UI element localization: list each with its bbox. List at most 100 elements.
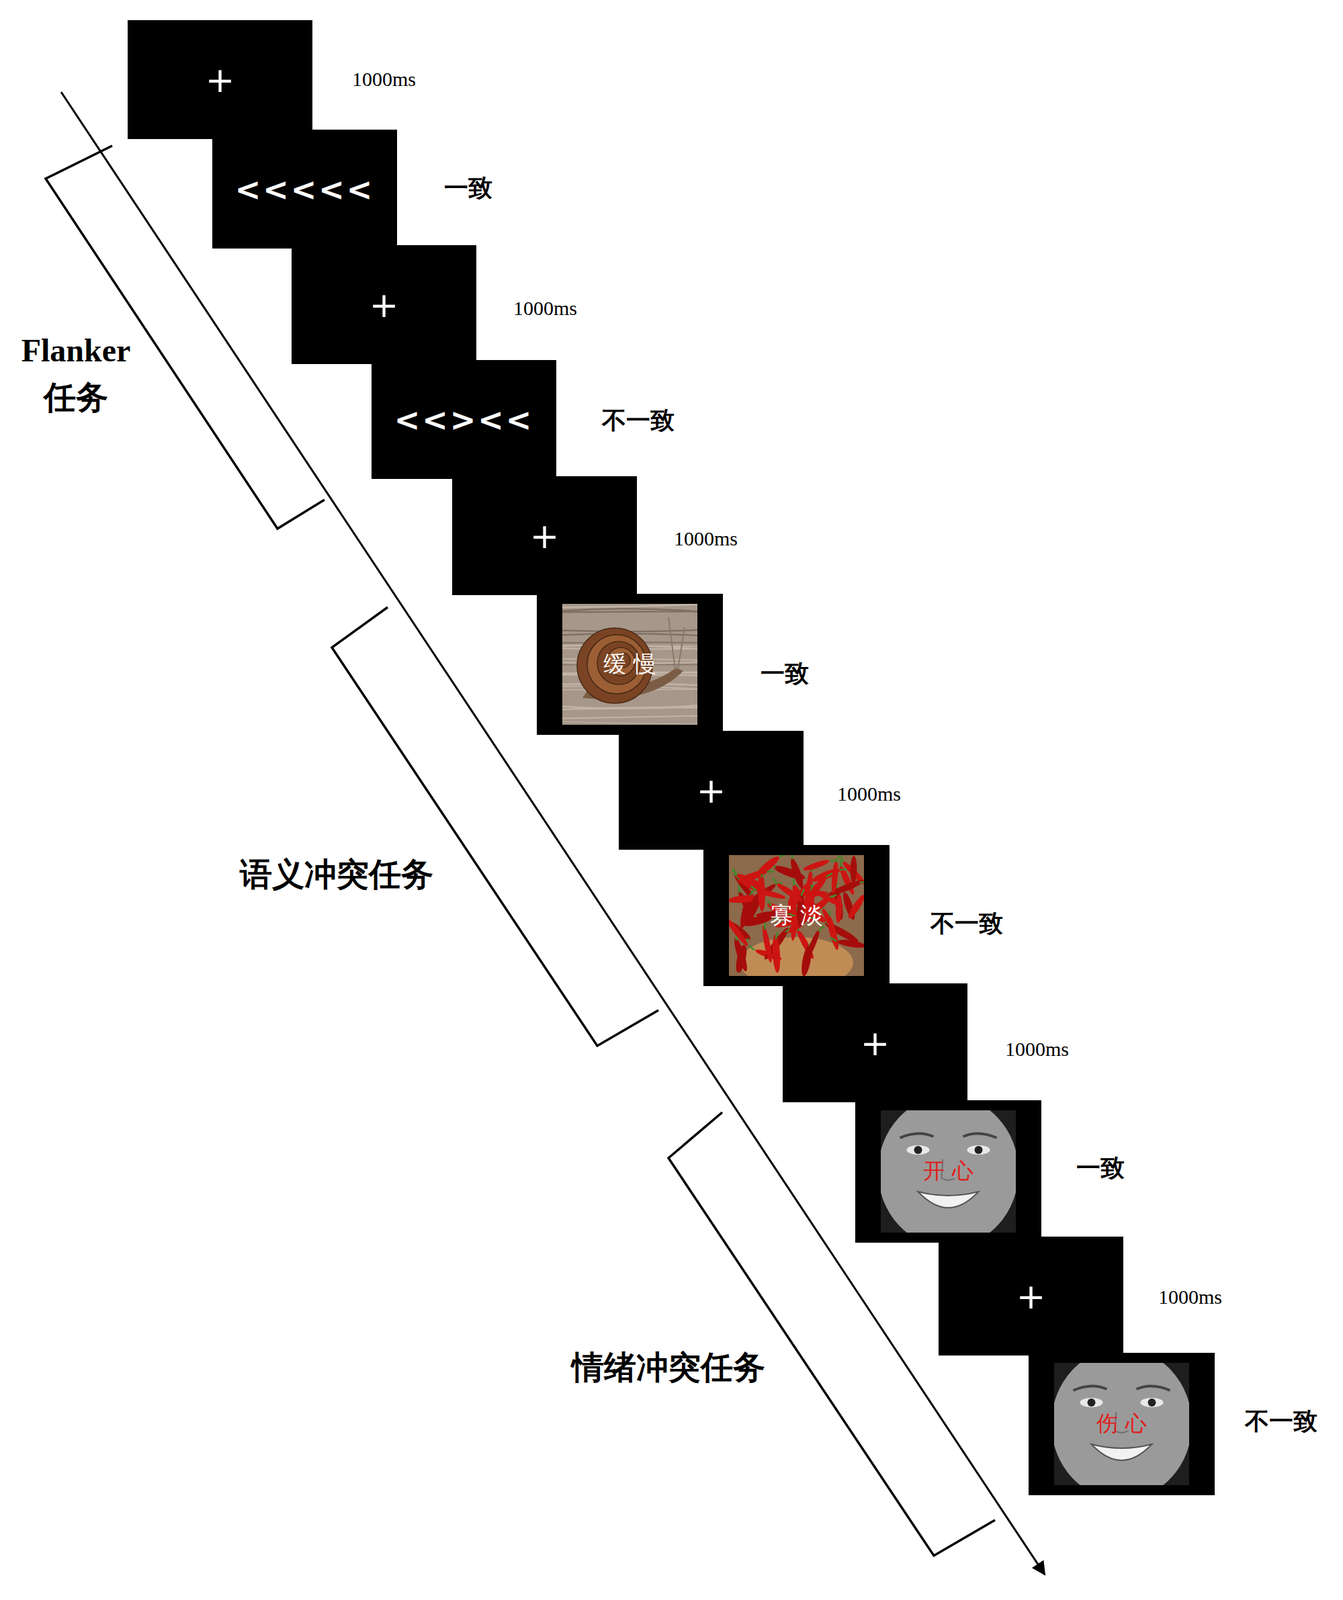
pepper-stem (829, 892, 837, 900)
pepper (810, 863, 848, 885)
pepper-picture (728, 855, 864, 977)
fixation-screen: + (291, 245, 477, 365)
pepper-pod (802, 857, 830, 873)
wood-ground (562, 603, 698, 725)
pupil (1148, 1398, 1157, 1407)
pepper (755, 855, 788, 878)
pepper-stem (748, 945, 756, 951)
fixation-cross: + (1016, 1276, 1047, 1317)
face (880, 1110, 1016, 1233)
duration-label: 1000ms (352, 64, 416, 95)
pepper-stem (771, 878, 779, 885)
condition-label: 一致 (1076, 1150, 1125, 1186)
eyebrow (1073, 1385, 1108, 1391)
pepper-stem (825, 872, 832, 879)
pepper (771, 932, 781, 974)
fixation-cross: + (696, 770, 727, 811)
fixation-cross: + (369, 284, 400, 326)
pepper-stem (730, 870, 739, 876)
duration-label: 1000ms (513, 293, 578, 324)
eye (1080, 1398, 1104, 1408)
pepper-stem (728, 913, 730, 920)
wood-grain (562, 608, 698, 612)
smile (1091, 1444, 1153, 1461)
fixation-screen: + (938, 1236, 1124, 1356)
pepper (729, 869, 767, 892)
condition-label: 一致 (760, 656, 809, 692)
stimulus-screen: <<<<< (212, 129, 398, 249)
condition-label: 不一致 (601, 403, 675, 439)
pepper-pod (835, 894, 843, 924)
pepper-pod (804, 929, 822, 961)
wood-grain (562, 716, 698, 719)
condition-label: 不一致 (1244, 1404, 1318, 1440)
stimulus-screen: 开 心 (855, 1100, 1042, 1243)
fixation-cross: + (205, 59, 236, 101)
pepper-pod (804, 874, 829, 903)
stimulus-screen: 伤 心 (1028, 1353, 1215, 1496)
condition-label: 不一致 (930, 906, 1004, 942)
pepper-pod (771, 935, 781, 974)
pepper-pod (830, 860, 840, 894)
pepper-pod (846, 893, 864, 921)
pepper (837, 855, 864, 887)
stimulus-word: 缓 慢 (603, 648, 657, 680)
pepper (728, 913, 750, 948)
duration-label: 1000ms (1158, 1282, 1223, 1313)
task-label: 语义冲突任务 (239, 851, 434, 899)
snail-picture (562, 603, 698, 725)
pepper (760, 922, 774, 964)
pepper-stem (779, 855, 787, 859)
face-picture (880, 1110, 1016, 1233)
pepper-pod (788, 857, 806, 890)
pepper-pod (849, 855, 858, 884)
fixation-screen: + (782, 983, 968, 1103)
stimulus-screen: 寡 淡 (703, 845, 890, 987)
pepper-stem (790, 855, 795, 860)
stimulus-word: 伤 心 (1096, 1409, 1147, 1440)
pepper-stem (835, 855, 840, 863)
eye (1140, 1398, 1164, 1408)
wood-grain (562, 604, 698, 608)
pepper-stem (859, 880, 864, 885)
pupil (1087, 1398, 1096, 1407)
fixation-cross: + (530, 515, 560, 557)
pepper-pod (836, 938, 864, 950)
fixation-screen: + (127, 20, 313, 140)
time-arrow (61, 92, 1045, 1575)
eye (967, 1145, 991, 1155)
duration-label: 1000ms (673, 524, 738, 554)
duration-label: 1000ms (1005, 1034, 1069, 1065)
stimulus-screen: <<><< (371, 360, 557, 480)
fixation-screen: + (452, 476, 637, 596)
task-label: Flanker 任务 (15, 327, 137, 421)
pepper-stem (839, 855, 846, 863)
snail-feeler (677, 627, 685, 670)
condition-label: 一致 (444, 170, 493, 206)
eyebrow (900, 1133, 934, 1139)
wood-grain (562, 611, 698, 613)
task-bracket (331, 607, 659, 1047)
pepper (846, 886, 864, 921)
pupil (914, 1146, 923, 1155)
pepper (849, 855, 858, 884)
pepper-pod (734, 871, 767, 891)
pepper-pod (755, 855, 782, 878)
snail-feeler (668, 617, 676, 670)
flanker-arrows: <<><< (394, 401, 535, 439)
pepper-stem (749, 888, 754, 897)
pepper-stem (775, 932, 779, 940)
face (1054, 1363, 1190, 1486)
pepper-stem (830, 937, 838, 942)
fixation-cross: + (860, 1023, 891, 1064)
duration-label: 1000ms (837, 779, 901, 809)
eyebrow (963, 1133, 998, 1139)
wood-grain (562, 705, 698, 709)
wood-grain (562, 721, 698, 725)
pepper (804, 923, 824, 961)
pepper-stem (763, 922, 768, 930)
pepper (786, 855, 806, 890)
eye (906, 1145, 930, 1155)
pepper-stem (800, 888, 804, 896)
